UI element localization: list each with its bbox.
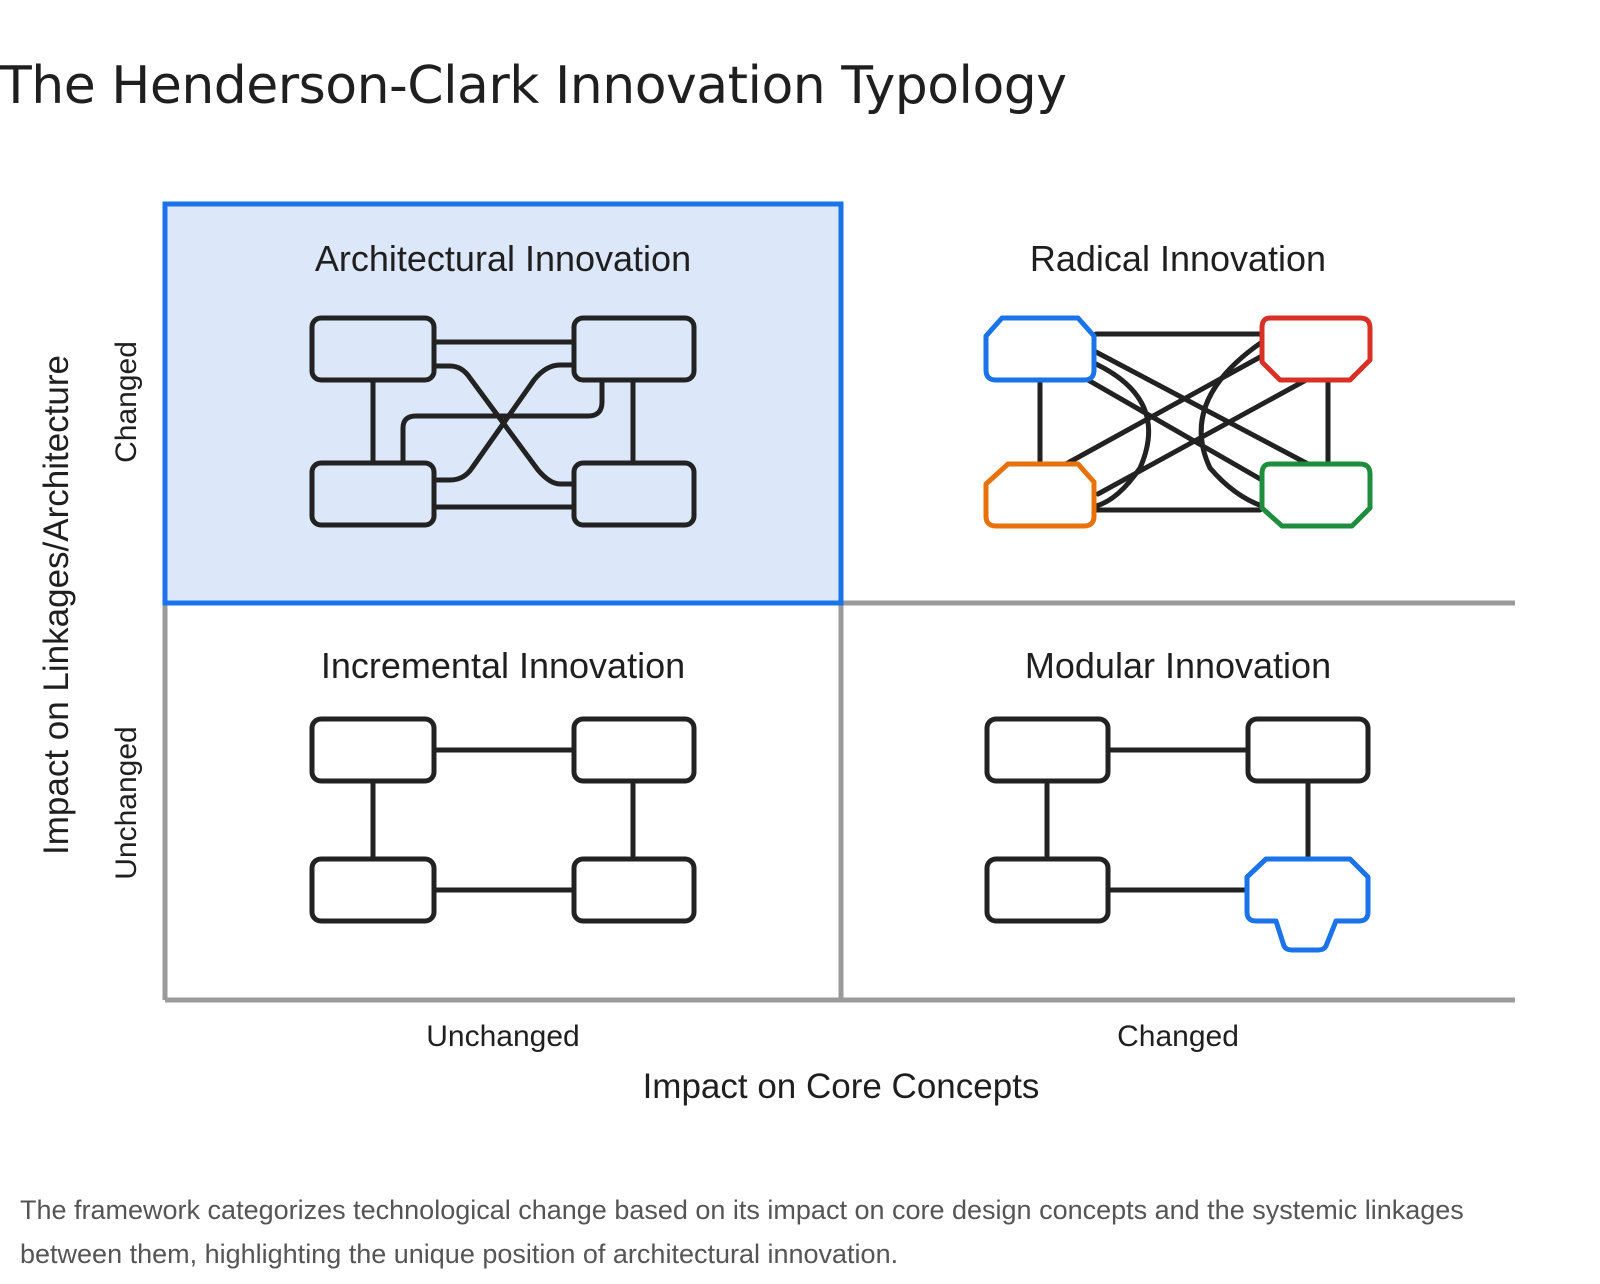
arch-component-bottom-right [571,460,697,528]
modular-quadrant-title: Modular Innovation [1025,645,1331,686]
mod-component-top-left [984,716,1111,784]
radical-component-blue [983,315,1097,383]
arch-link-cross-b [431,362,577,483]
y-tick-changed: Changed [110,341,143,463]
incr-component-bottom-right [571,856,697,924]
radical-link-diag-c [1063,353,1265,467]
mod-component-bottom-left [984,856,1111,924]
incr-component-top-right [571,716,697,784]
mod-component-changed [1244,856,1371,953]
matrix-grid [162,600,1515,1003]
y-axis-label: Impact on Linkages/Architecture [37,355,76,855]
arch-component-top-left [309,315,437,383]
innovation-matrix: Architectural Innovation Radical Innovat… [37,201,1515,1106]
arch-component-bottom-left [309,460,437,528]
incremental-quadrant-title: Incremental Innovation [321,645,685,686]
x-tick-changed: Changed [1117,1020,1239,1053]
radical-link-diag-b [1085,377,1265,483]
incr-component-top-left [309,716,437,784]
y-tick-unchanged: Unchanged [110,726,143,879]
radical-link-curve-a [1093,361,1151,509]
radical-component-red [1259,315,1373,383]
radical-link-diag-a [1093,349,1311,467]
incremental-diagram [309,716,697,924]
figure-caption: The framework categorizes technological … [20,1195,1464,1269]
x-axis-label: Impact on Core Concepts [643,1067,1040,1106]
incr-component-bottom-left [309,856,437,924]
x-tick-unchanged: Unchanged [426,1020,579,1053]
modular-diagram [984,716,1371,953]
arch-component-top-right [571,315,697,383]
arch-link-inner [400,377,605,466]
mod-component-top-right [1245,716,1371,784]
radical-component-orange [983,461,1097,529]
radical-component-green [1259,461,1373,529]
architectural-quadrant-title: Architectural Innovation [315,238,691,279]
page-title: The Henderson-Clark Innovation Typology [0,56,1067,116]
radical-links [1037,331,1331,513]
radical-link-curve-b [1198,339,1265,509]
architectural-quadrant-highlight [162,201,844,606]
radical-quadrant-title: Radical Innovation [1030,238,1326,279]
radical-diagram [983,315,1373,529]
architectural-diagram [309,315,697,528]
